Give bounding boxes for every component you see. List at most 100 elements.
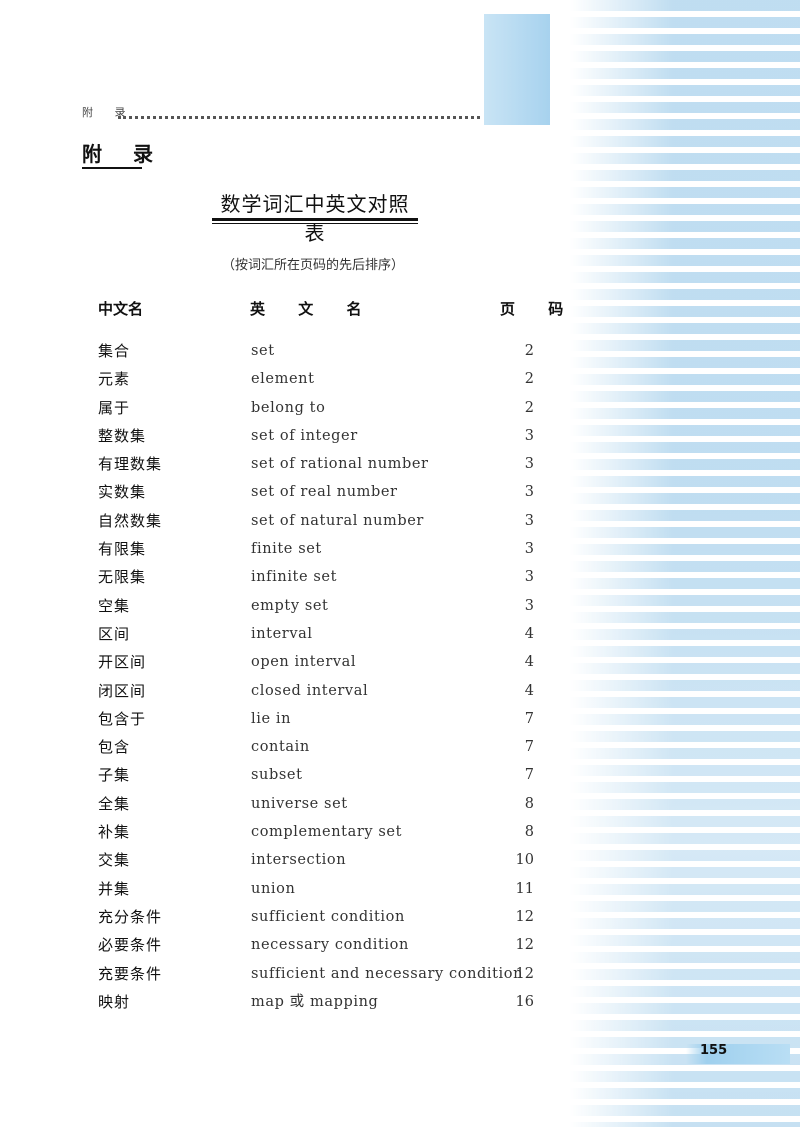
- english-term: contain: [251, 739, 310, 756]
- page-ref: 3: [524, 456, 534, 473]
- page-ref: 7: [524, 767, 534, 784]
- page-ref: 2: [524, 371, 534, 388]
- chinese-term: 并集: [98, 879, 131, 898]
- table-row: 闭区间 closed interval 4: [0, 678, 800, 706]
- page-ref: 3: [524, 569, 534, 586]
- chinese-term: 充分条件: [98, 907, 163, 926]
- running-header: 附 录: [82, 106, 135, 119]
- table-row: 空集 empty set 3: [0, 593, 800, 621]
- english-term: closed interval: [251, 682, 369, 699]
- english-term: set of integer: [251, 427, 358, 444]
- english-term: intersection: [251, 852, 347, 869]
- english-term: element: [251, 371, 315, 388]
- english-term: infinite set: [251, 569, 338, 586]
- table-subtitle: （按词汇所在页码的先后排序）: [222, 258, 405, 273]
- table-row: 充分条件 sufficient condition 12: [0, 904, 800, 932]
- table-row: 补集 complementary set 8: [0, 819, 800, 847]
- table-row: 整数集 set of integer 3: [0, 423, 800, 451]
- chinese-term: 必要条件: [98, 936, 163, 955]
- english-term: empty set: [251, 597, 329, 614]
- section-title: 附 录: [82, 142, 165, 166]
- page-ref: 4: [524, 625, 534, 642]
- english-term: set of rational number: [251, 456, 429, 473]
- table-row: 区间 interval 4: [0, 621, 800, 649]
- page-ref: 3: [524, 541, 534, 558]
- chinese-term: 属于: [98, 398, 131, 417]
- english-term: complementary set: [251, 824, 403, 841]
- header-dotted-leader: [118, 116, 480, 119]
- english-term: union: [251, 880, 296, 897]
- column-header-page: 页 码: [500, 300, 578, 318]
- chinese-term: 实数集: [98, 483, 147, 502]
- english-term: interval: [251, 625, 313, 642]
- column-header-chinese: 中文名: [98, 300, 144, 318]
- english-term: finite set: [251, 541, 322, 558]
- table-row: 全集 universe set 8: [0, 791, 800, 819]
- page-ref: 3: [524, 484, 534, 501]
- page-ref: 2: [524, 343, 534, 359]
- chinese-term: 充要条件: [98, 964, 163, 983]
- chinese-term: 全集: [98, 794, 131, 813]
- english-term: universe set: [251, 795, 348, 812]
- page-ref: 12: [515, 965, 534, 982]
- chinese-term: 包含: [98, 738, 131, 757]
- english-term: sufficient and necessary condition: [251, 965, 524, 982]
- chinese-term: 空集: [98, 596, 131, 615]
- chinese-term: 补集: [98, 823, 131, 842]
- table-row: 实数集 set of real number 3: [0, 479, 800, 507]
- english-term: necessary condition: [251, 937, 409, 954]
- page-ref: 3: [524, 427, 534, 444]
- page-ref: 3: [524, 512, 534, 529]
- page-ref: 8: [524, 824, 534, 841]
- chinese-term: 无限集: [98, 568, 147, 587]
- table-title-rule-thin: [212, 223, 418, 224]
- chinese-term: 区间: [98, 624, 131, 643]
- decorative-stripes-fade: [540, 0, 800, 1127]
- chinese-term: 有限集: [98, 540, 147, 559]
- chinese-term: 有理数集: [98, 455, 163, 474]
- page-number: 155: [700, 1043, 728, 1058]
- page-ref: 4: [524, 654, 534, 671]
- table-row: 元素 element 2: [0, 366, 800, 394]
- page-number-bar: [686, 1044, 790, 1064]
- english-term: set of natural number: [251, 512, 424, 529]
- english-term: belong to: [251, 399, 326, 416]
- english-term: subset: [251, 767, 303, 784]
- table-row: 有理数集 set of rational number 3: [0, 451, 800, 479]
- decorative-stripes: [570, 0, 800, 1127]
- chinese-term: 映射: [98, 992, 131, 1011]
- page-ref: 11: [515, 880, 534, 897]
- section-title-underline: [82, 167, 142, 169]
- page-ref: 8: [524, 795, 534, 812]
- table-row: 无限集 infinite set 3: [0, 564, 800, 592]
- page-ref: 3: [524, 597, 534, 614]
- page-ref: 10: [515, 852, 534, 869]
- english-term: open interval: [251, 654, 357, 671]
- column-header-english: 英 文 名: [250, 300, 376, 318]
- chinese-term: 元素: [98, 370, 131, 389]
- table-row: 并集 union 11: [0, 876, 800, 904]
- english-term: sufficient condition: [251, 908, 405, 925]
- english-term: set of real number: [251, 484, 398, 501]
- table-title: 数学词汇中英文对照表: [220, 192, 410, 245]
- chinese-term: 自然数集: [98, 511, 163, 530]
- table-title-rule-thick: [212, 218, 418, 221]
- chinese-term: 集合: [98, 342, 131, 360]
- english-term: map 或 mapping: [251, 993, 379, 1010]
- page-ref: 12: [515, 908, 534, 925]
- page-ref: 4: [524, 682, 534, 699]
- chinese-term: 闭区间: [98, 681, 147, 700]
- table-row: 交集 intersection 10: [0, 847, 800, 875]
- page-ref: 7: [524, 710, 534, 727]
- chinese-term: 整数集: [98, 426, 147, 445]
- table-row: 有限集 finite set 3: [0, 536, 800, 564]
- chinese-term: 交集: [98, 851, 131, 870]
